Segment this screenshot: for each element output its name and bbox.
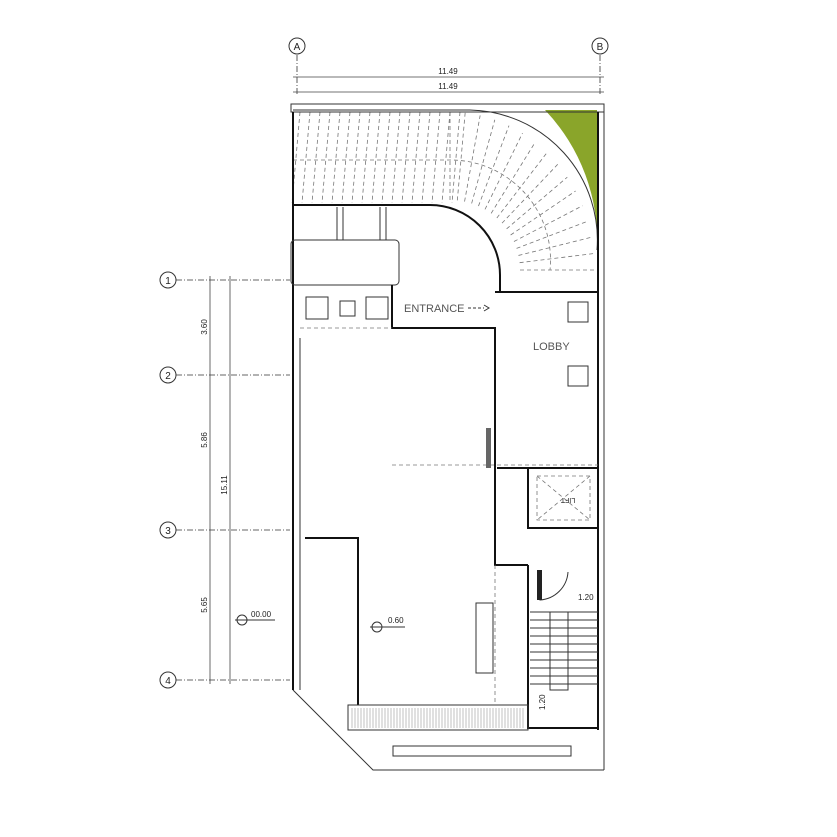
step-line (411, 111, 421, 204)
grid-marker-b: B (591, 37, 609, 96)
step-line (351, 111, 361, 204)
dim-stair-landing: 1.20 (538, 694, 547, 710)
entrance-arrow-icon (468, 304, 490, 312)
grid-marker-a: A (288, 37, 306, 96)
top-dimension: 11.49 11.49 (293, 67, 604, 93)
left-dimensions: 3.60 5.86 5.65 15.11 (200, 276, 231, 684)
step-line (456, 112, 466, 201)
stair: 1.20 1.20 (530, 570, 598, 710)
level-interior-label: 0.60 (388, 616, 404, 625)
level-marker-interior: 0.60 (370, 616, 405, 633)
step-line (341, 111, 351, 204)
step-line (301, 111, 311, 204)
step-line (331, 111, 341, 204)
walls (290, 103, 605, 771)
dim-row-2-3: 5.86 (200, 432, 209, 448)
step-line (391, 111, 401, 204)
step-line (471, 119, 496, 204)
level-street-label: 00.00 (251, 610, 272, 619)
level-marker-street: 00.00 (235, 610, 275, 626)
step-line (519, 253, 595, 264)
step-line (451, 111, 461, 204)
step-line (501, 164, 559, 224)
step-line (478, 125, 510, 207)
grid-row-markers: 1 2 3 4 (159, 271, 290, 689)
lift: LIFT (536, 475, 591, 521)
grid-label-1: 1 (165, 276, 171, 287)
planting-area (545, 110, 598, 250)
grid-label-4: 4 (165, 676, 171, 687)
dim-row-3-4: 5.65 (200, 597, 209, 613)
dim-total-depth: 15.11 (220, 475, 229, 495)
lobby-label: LOBBY (533, 341, 570, 353)
step-line (311, 111, 321, 204)
step-line (484, 132, 523, 210)
step-line (506, 176, 568, 230)
step-line (496, 152, 548, 219)
step-line (464, 115, 481, 202)
grid-label-3: 3 (165, 526, 171, 537)
furniture (305, 296, 589, 387)
lift-label: LIFT (560, 496, 575, 503)
dim-stair-width: 1.20 (578, 593, 594, 602)
step-line (513, 205, 583, 242)
grid-label-2: 2 (165, 371, 171, 382)
dim-row-1-2: 3.60 (200, 319, 209, 335)
step-line (518, 236, 592, 256)
step-line (516, 220, 589, 249)
step-line (441, 111, 451, 204)
step-line (291, 111, 301, 204)
step-line (421, 111, 431, 204)
dim-overall-width: 11.49 (438, 67, 458, 76)
dim-overall-width-2: 11.49 (438, 82, 458, 91)
entrance-label: ENTRANCE (404, 303, 465, 315)
step-line (321, 111, 331, 204)
step-line (510, 190, 576, 236)
grid-label-b: B (597, 42, 604, 53)
step-line (381, 111, 391, 204)
step-line (371, 111, 381, 204)
curved-steps (291, 109, 598, 292)
step-line (361, 111, 371, 204)
step-line (431, 111, 441, 204)
step-line (401, 111, 411, 204)
grid-label-a: A (294, 42, 301, 53)
